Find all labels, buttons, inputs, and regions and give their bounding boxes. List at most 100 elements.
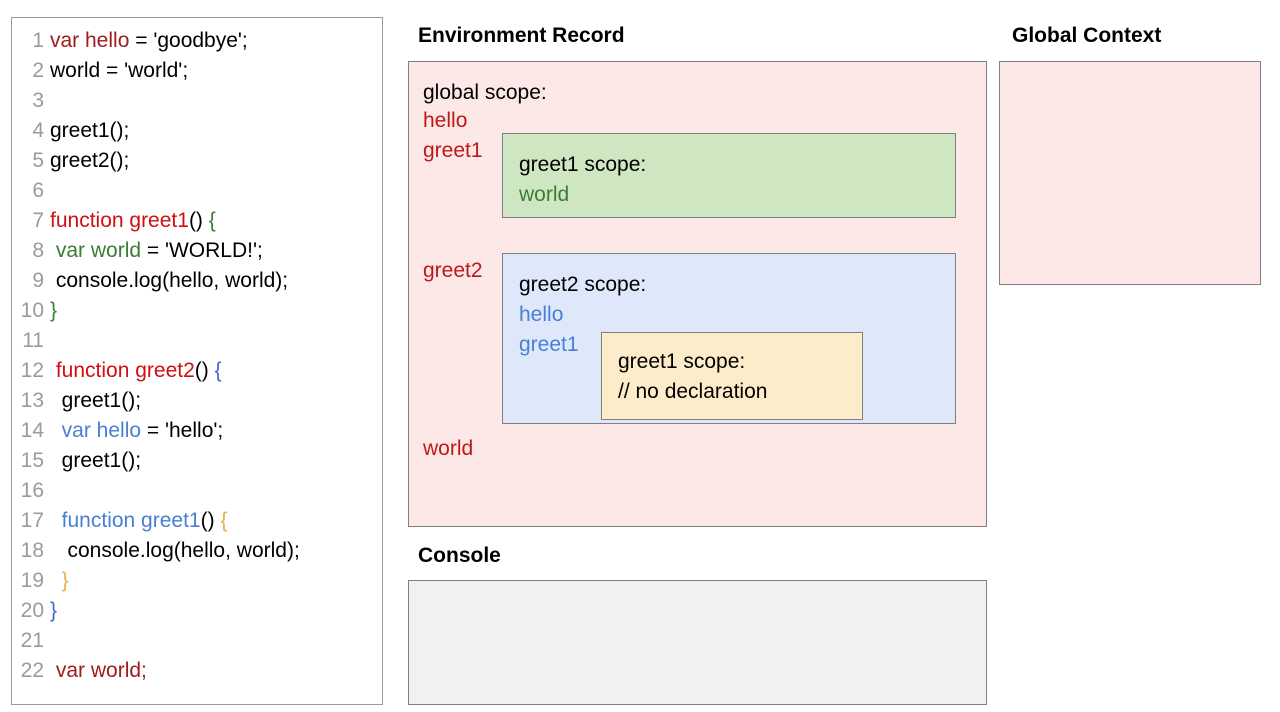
global-context-box	[999, 61, 1261, 285]
code-line-text: function greet1() {	[50, 206, 216, 236]
line-number: 17	[20, 509, 44, 532]
code-line-list: 1 var hello = 'goodbye'; 2 world = 'world';…	[12, 18, 382, 686]
greet2-scope-title: greet2 scope:	[519, 273, 647, 296]
code-token: {	[208, 209, 216, 232]
code-line: 6	[12, 176, 382, 206]
line-number: 18	[20, 539, 44, 562]
code-line: 2 world = 'world';	[12, 56, 382, 86]
code-line-text: var hello = 'goodbye';	[50, 26, 248, 56]
line-number: 16	[20, 479, 44, 502]
environment-record-box: global scope: hello greet1 greet2 world …	[408, 61, 987, 527]
code-line: 16	[12, 476, 382, 506]
code-token: greet1();	[50, 389, 142, 412]
line-number: 7	[32, 209, 44, 232]
code-line: 1 var hello = 'goodbye';	[12, 26, 382, 56]
code-line: 15 greet1();	[12, 446, 382, 476]
global-binding-greet1: greet1	[423, 139, 483, 162]
code-line-text: console.log(hello, world);	[50, 536, 300, 566]
console-output-box[interactable]	[408, 580, 987, 705]
line-number: 12	[20, 359, 44, 382]
code-line-text: greet1();	[50, 386, 141, 416]
code-token	[50, 419, 62, 442]
code-line-text: greet1();	[50, 116, 129, 146]
line-number: 20	[20, 599, 44, 622]
code-line-text: var world = 'WORLD!';	[50, 236, 263, 266]
code-token: var world	[55, 239, 142, 262]
environment-record-title: Environment Record	[418, 24, 625, 47]
global-scope-label: global scope:	[423, 81, 547, 104]
line-number: 13	[20, 389, 44, 412]
line-number: 5	[32, 149, 44, 172]
greet2-binding-greet1: greet1	[519, 333, 579, 356]
line-number: 15	[20, 449, 44, 472]
code-line: 7 function greet1() {	[12, 206, 382, 236]
code-token: var world;	[55, 659, 147, 682]
code-line: 20}	[12, 596, 382, 626]
code-line-text: }	[50, 566, 69, 596]
code-token: = 'goodbye';	[129, 29, 248, 52]
code-token: }	[50, 599, 58, 622]
code-line: 19 }	[12, 566, 382, 596]
global-binding-hello: hello	[423, 109, 468, 132]
code-line: 22 var world;	[12, 656, 382, 686]
code-line: 10}	[12, 296, 382, 326]
line-number: 1	[32, 29, 44, 52]
code-token: {	[214, 359, 222, 382]
global-context-title: Global Context	[1012, 24, 1162, 47]
code-token: console.log(hello, world);	[50, 269, 289, 292]
code-line: 9 console.log(hello, world);	[12, 266, 382, 296]
code-token: var hello	[50, 29, 130, 52]
code-line: 3	[12, 86, 382, 116]
line-number: 10	[20, 299, 44, 322]
line-number: 11	[22, 329, 44, 352]
code-token: greet1();	[50, 449, 142, 472]
code-token: ()	[200, 509, 221, 532]
greet1-binding-world: world	[519, 183, 570, 206]
code-token: console.log(hello, world);	[50, 539, 300, 562]
code-line-text: function greet1() {	[50, 506, 228, 536]
code-line-text: var hello = 'hello';	[50, 416, 224, 446]
global-binding-world: world	[423, 437, 474, 460]
code-token: world = 'world';	[50, 59, 189, 82]
code-line: 21	[12, 626, 382, 656]
code-line: 11	[12, 326, 382, 356]
line-number: 22	[20, 659, 44, 682]
code-token: var hello	[61, 419, 142, 442]
code-token: = 'hello';	[141, 419, 224, 442]
code-line: 18 console.log(hello, world);	[12, 536, 382, 566]
code-token: }	[50, 299, 58, 322]
code-token: = 'WORLD!';	[141, 239, 263, 262]
code-line: 17 function greet1() {	[12, 506, 382, 536]
code-line-text: greet1();	[50, 446, 141, 476]
line-number: 21	[20, 629, 44, 652]
code-editor-panel[interactable]: 1 var hello = 'goodbye'; 2 world = 'world';…	[11, 17, 383, 705]
line-number: 2	[32, 59, 44, 82]
inner-greet1-scope-title: greet1 scope:	[618, 350, 746, 373]
inner-greet1-scope-box: greet1 scope: // no declaration	[601, 332, 863, 420]
code-line-text: world = 'world';	[50, 56, 188, 86]
line-number: 14	[20, 419, 44, 442]
code-token: function greet2	[55, 359, 195, 382]
line-number: 8	[32, 239, 44, 262]
greet2-binding-hello: hello	[519, 303, 564, 326]
code-line-text: }	[50, 296, 57, 326]
code-token: }	[61, 569, 69, 592]
inner-greet1-scope-note: // no declaration	[618, 380, 768, 403]
code-line: 13 greet1();	[12, 386, 382, 416]
code-line: 5 greet2();	[12, 146, 382, 176]
global-binding-greet2: greet2	[423, 259, 483, 282]
line-number: 9	[32, 269, 44, 292]
code-line: 14 var hello = 'hello';	[12, 416, 382, 446]
greet1-scope-box: greet1 scope: world	[502, 133, 956, 218]
code-token: {	[220, 509, 228, 532]
greet2-scope-box: greet2 scope: hello greet1 greet1 scope:…	[502, 253, 956, 424]
greet1-scope-title: greet1 scope:	[519, 153, 647, 176]
line-number: 3	[32, 89, 44, 112]
code-token: greet2();	[50, 149, 130, 172]
code-token: function greet1	[61, 509, 201, 532]
code-line: 12 function greet2() {	[12, 356, 382, 386]
code-line-text: console.log(hello, world);	[50, 266, 288, 296]
code-line-text: }	[50, 596, 57, 626]
code-line: 8 var world = 'WORLD!';	[12, 236, 382, 266]
